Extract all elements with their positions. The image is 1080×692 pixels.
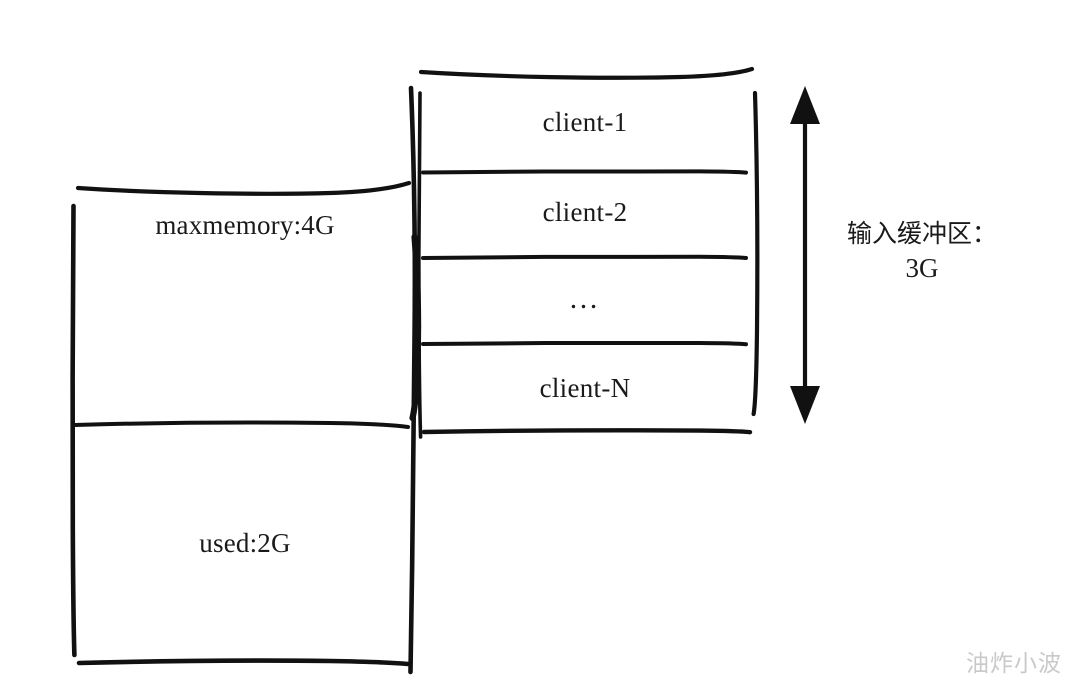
clients-block-right-edge [751, 90, 760, 417]
clients-block-bottom-edge [421, 428, 753, 435]
clients-row-divider-1 [421, 169, 748, 175]
clients-block-left-edge [417, 91, 423, 439]
watermark: 油炸小波 [966, 651, 1062, 677]
input-buffer-title: 输入缓冲区： [846, 219, 998, 248]
input-buffer-annotation-label: 输入缓冲区： 3G [847, 218, 997, 286]
clients-block-outline [417, 66, 760, 439]
input-buffer-size: 3G [905, 252, 939, 283]
memory-block-right-edge-overlap [409, 233, 422, 422]
memory-block-left-edge [70, 203, 77, 658]
memory-block-outline [70, 85, 422, 675]
memory-block-top-edge [75, 180, 412, 196]
client-row-label-1: client-1 [542, 107, 628, 137]
used-memory-label: used:2G [199, 528, 291, 558]
measure-arrow-head-down [790, 386, 820, 424]
measure-arrow-head-up [790, 86, 820, 124]
client-row-label-2: client-2 [542, 197, 628, 227]
input-buffer-measure-arrow [790, 86, 820, 424]
client-row-label-n: client-N [539, 373, 631, 403]
memory-block-divider [73, 420, 410, 429]
client-row-label-ellipsis: … [568, 282, 602, 315]
memory-block-bottom-edge [76, 658, 411, 667]
clients-row-divider-3 [421, 340, 748, 347]
clients-row-divider-2 [421, 254, 748, 260]
memory-block-right-edge [408, 85, 418, 675]
clients-block-top-edge [418, 66, 755, 80]
maxmemory-label: maxmemory:4G [155, 210, 335, 240]
